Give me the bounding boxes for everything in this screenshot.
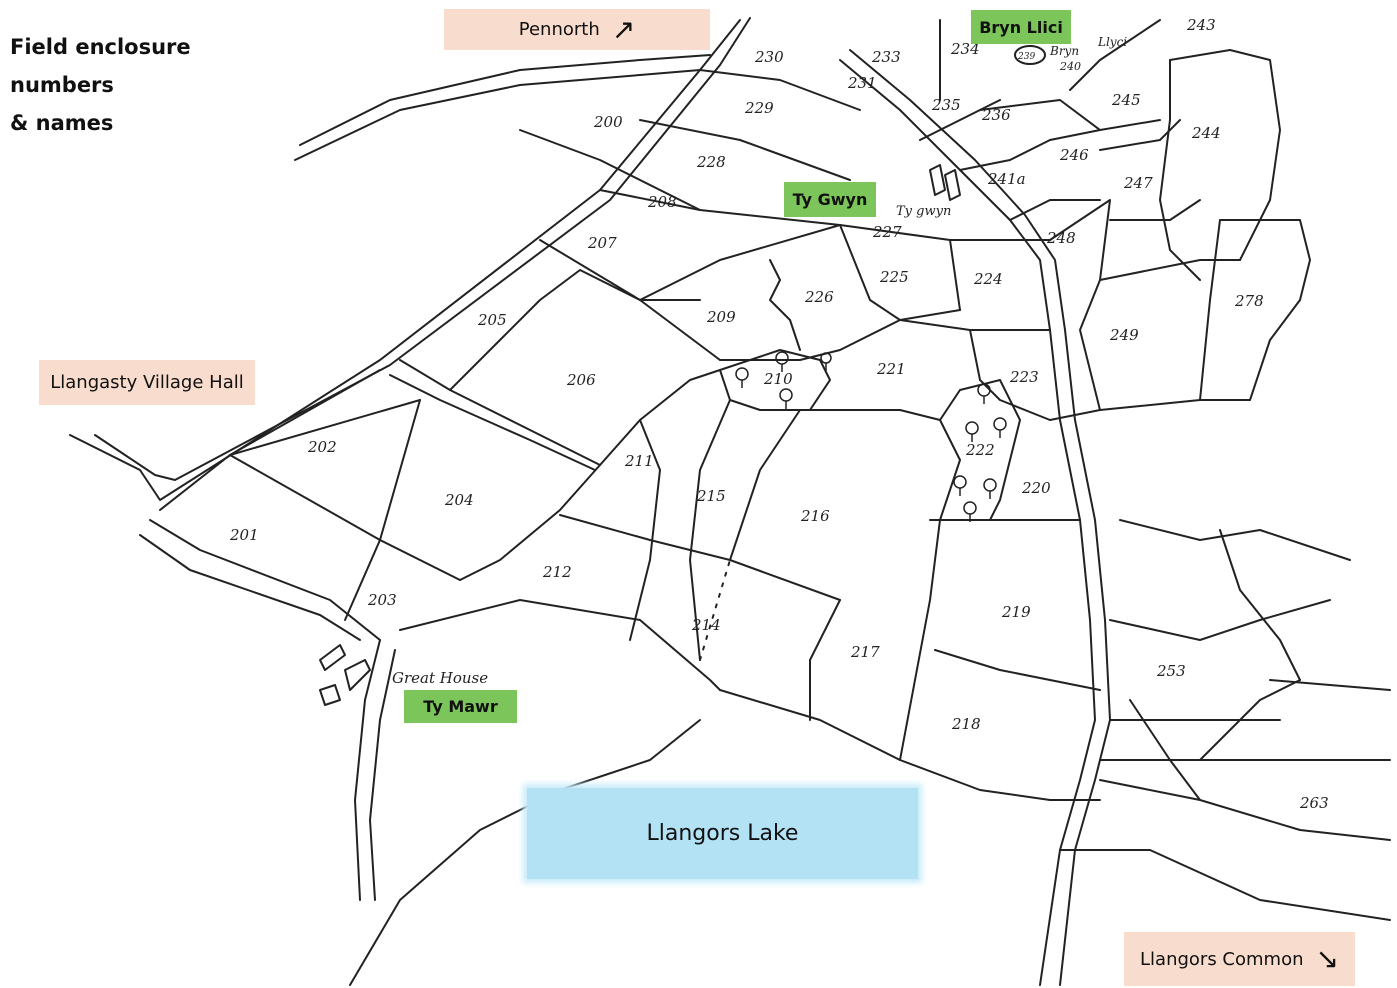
arrow-northeast-icon: ↗	[611, 12, 636, 46]
field-227: 227	[872, 223, 902, 241]
field-217: 217	[850, 643, 880, 661]
tree-icon	[775, 351, 789, 372]
field-210: 210	[763, 370, 793, 388]
field-223: 223	[1009, 368, 1039, 386]
field-209: 209	[706, 308, 736, 326]
ty-gwyn-handwritten: Ty gwyn	[896, 204, 951, 219]
field-212: 212	[542, 563, 572, 581]
field-249: 249	[1109, 326, 1139, 344]
arrow-southeast-icon: ↘	[1315, 942, 1339, 975]
field-243: 243	[1186, 16, 1216, 34]
ty-gwyn-label: Ty Gwyn	[784, 182, 876, 217]
title-line-2: numbers	[10, 73, 114, 97]
field-206: 206	[566, 371, 596, 389]
field-215: 215	[696, 487, 726, 505]
field-218: 218	[951, 715, 981, 733]
field-228: 228	[696, 153, 726, 171]
field-201: 201	[229, 526, 259, 544]
title-line-1: Field enclosure	[10, 35, 191, 59]
field-241a: 241a	[987, 170, 1026, 188]
village-hall-label: Llangasty Village Hall	[39, 360, 255, 405]
title-line-3: & names	[10, 111, 114, 135]
field-225: 225	[879, 268, 909, 286]
bryn-llici-label: Bryn Llici	[971, 10, 1071, 44]
tree-icon	[993, 417, 1007, 438]
field-221: 221	[876, 360, 906, 378]
field-239: 239	[1017, 52, 1035, 62]
tree-icon	[963, 501, 977, 522]
field-207: 207	[587, 234, 617, 252]
field-229: 229	[744, 99, 774, 117]
map-title: Field enclosure numbers & names	[10, 28, 191, 142]
great-house-label: Great House	[392, 669, 488, 687]
field-234: 234	[950, 40, 980, 58]
bryn-handwritten: Bryn	[1049, 44, 1079, 58]
field-216: 216	[800, 507, 830, 525]
field-214: 214	[691, 616, 721, 634]
field-253: 253	[1156, 662, 1186, 680]
pennorth-label: Pennorth ↗	[444, 9, 710, 50]
field-278: 278	[1234, 292, 1264, 310]
field-236: 236	[981, 106, 1011, 124]
tree-icon	[983, 478, 997, 499]
field-263: 263	[1299, 794, 1329, 812]
field-204: 204	[444, 491, 474, 509]
field-248: 248	[1046, 229, 1076, 247]
llyci-handwritten: Llyci	[1097, 35, 1127, 49]
tree-icon	[965, 421, 979, 442]
llangors-common-text: Llangors Common	[1140, 948, 1304, 970]
field-208: 208	[647, 193, 677, 211]
field-233: 233	[871, 48, 901, 66]
field-246: 246	[1059, 146, 1089, 164]
tree-icon	[779, 388, 793, 409]
field-202: 202	[307, 438, 337, 456]
field-245: 245	[1111, 91, 1141, 109]
tree-icon	[820, 352, 832, 371]
tree-icon	[735, 367, 749, 388]
llangors-lake-label: Llangors Lake	[527, 788, 918, 879]
field-235: 235	[931, 96, 961, 114]
field-226: 226	[804, 288, 834, 306]
field-240: 240	[1059, 60, 1081, 73]
field-220: 220	[1021, 479, 1051, 497]
ty-mawr-label: Ty Mawr	[404, 690, 517, 723]
field-224: 224	[973, 270, 1003, 288]
llangors-common-label: Llangors Common ↘	[1124, 932, 1355, 986]
tree-icon	[977, 383, 991, 404]
field-231: 231	[847, 74, 877, 92]
field-205: 205	[477, 311, 507, 329]
field-244: 244	[1191, 124, 1221, 142]
field-200: 200	[593, 113, 623, 131]
field-222: 222	[965, 441, 995, 459]
pennorth-text: Pennorth	[518, 19, 600, 40]
tree-icon	[953, 475, 967, 496]
field-219: 219	[1001, 603, 1031, 621]
field-230: 230	[754, 48, 784, 66]
field-203: 203	[367, 591, 397, 609]
field-247: 247	[1123, 174, 1153, 192]
field-211: 211	[624, 452, 654, 470]
